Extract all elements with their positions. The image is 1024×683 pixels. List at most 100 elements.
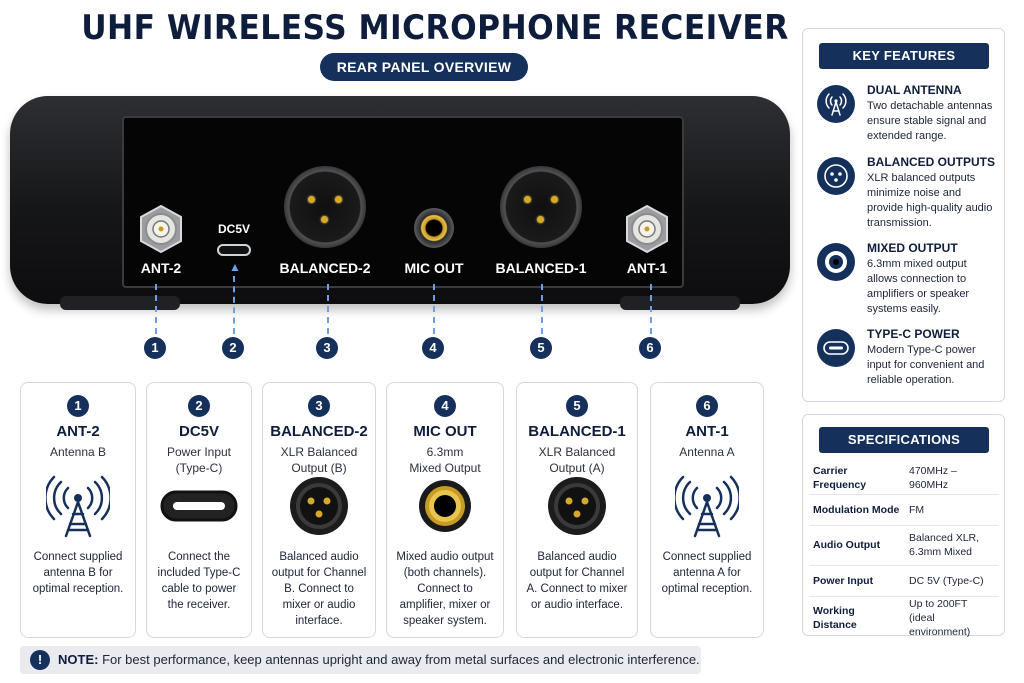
note-label: NOTE: [58,652,99,667]
feature-description: Modern Type-C power input for convenient… [867,344,985,386]
xlr-pin [321,216,328,223]
card-description: Balanced audio output for Channel B. Con… [271,551,367,627]
key-features-panel: KEY FEATURES DUAL ANTENNA Two detachable… [802,28,1005,402]
card-subtitle: Antenna B [49,445,107,459]
card-number: 4 [434,395,456,417]
card-subtitle: Antenna A [679,445,735,459]
card-description: Connect the included Type-C cable to pow… [157,551,241,611]
table-row: Working Distance Up to 200FT (ideal envi… [809,596,999,639]
antenna-icon [817,85,855,123]
ant2-panel-label: ANT-2 [140,260,182,276]
feature-title: BALANCED OUTPUTS [867,155,995,169]
jack-icon [387,471,503,541]
spec-value: DC 5V (Type-C) [905,565,999,597]
note-bar: ! NOTE: For best performance, keep anten… [20,646,701,674]
card-ant2: 1 ANT-2 Antenna B Connect supplied anten… [20,382,136,638]
card-number: 2 [188,395,210,417]
card-number: 1 [67,395,89,417]
balanced1-xlr-connector [500,166,582,248]
leader-line-2 [233,276,235,334]
spec-value: Up to 200FT (ideal environment) [909,597,971,638]
spec-key: Modulation Mode [809,494,905,526]
leader-line-3 [327,284,329,334]
card-subtitle: XLR Balanced Output (A) [538,445,616,475]
card-title: DC5V [178,423,219,440]
xlr-pin [551,196,558,203]
feature-description: 6.3mm mixed output allows connection to … [867,258,970,315]
dc5v-panel-label: DC5V [217,222,250,236]
card-ant1: 6 ANT-1 Antenna A Connect supplied anten… [650,382,764,638]
table-row: Power Input DC 5V (Type-C) [809,565,999,597]
specifications-table: Carrier Frequency 470MHz – 960MHz Modula… [809,463,999,639]
usb-c-icon [147,471,251,541]
antenna-icon [651,471,763,541]
mic-out-panel-label: MIC OUT [404,260,464,276]
mic-out-jack [414,208,454,248]
card-number: 3 [308,395,330,417]
card-title: ANT-2 [56,423,100,440]
note-text: For best performance, keep antennas upri… [98,652,700,667]
feature-balanced-outputs: BALANCED OUTPUTS XLR balanced outputs mi… [817,155,1002,235]
arrow-up-icon: ▲ [229,260,241,274]
marker-3: 3 [316,337,338,359]
usb-c-icon [817,329,855,367]
leader-line-5 [541,284,543,334]
card-balanced1: 5 BALANCED-1 XLR Balanced Output (A) Bal… [516,382,638,638]
card-title: MIC OUT [413,423,477,440]
feature-dual-antenna: DUAL ANTENNA Two detachable antennas ens… [817,83,1002,153]
balanced2-panel-label: BALANCED-2 [279,260,371,276]
xlr-pin [524,196,531,203]
ant2-bnc-connector [140,204,182,254]
device-foot-left [60,296,180,310]
card-title: BALANCED-1 [528,423,626,440]
balanced1-panel-label: BALANCED-1 [495,260,587,276]
spec-key: Power Input [809,565,905,597]
card-description: Mixed audio output (both channels). Conn… [396,551,494,627]
card-subtitle: 6.3mm Mixed Output [409,445,481,475]
page-subtitle: REAR PANEL OVERVIEW [320,53,528,81]
xlr-pin [335,196,342,203]
marker-2: 2 [222,337,244,359]
spec-key: Working Distance [813,604,857,631]
balanced2-xlr-connector [284,166,366,248]
device-foot-right [620,296,740,310]
marker-4: 4 [422,337,444,359]
card-number: 5 [566,395,588,417]
leader-line-1 [155,284,157,334]
card-title: ANT-1 [685,423,729,440]
leader-line-4 [433,284,435,334]
card-dc5v: 2 DC5V Power Input (Type-C) Connect the … [146,382,252,638]
ant1-panel-label: ANT-1 [626,260,668,276]
marker-5: 5 [530,337,552,359]
card-mic-out: 4 MIC OUT 6.3mm Mixed Output Mixed audio… [386,382,504,638]
page-title: UHF WIRELESS MICROPHONE RECEIVER [81,8,789,48]
receiver-rear-panel: ANT-2 DC5V ▲ BALANCED-2 MIC OUT BALANCED… [10,92,790,312]
usb-c-port [217,244,251,256]
feature-description: Two detachable antennas ensure stable si… [867,100,993,142]
spec-key: Carrier Frequency [809,463,905,495]
antenna-icon [21,471,135,541]
xlr-icon [517,471,637,541]
card-number: 6 [696,395,718,417]
marker-6: 6 [639,337,661,359]
info-exclamation-icon: ! [30,650,50,670]
table-row: Modulation Mode FM [809,494,999,526]
leader-line-6 [650,284,652,334]
jack-icon [817,243,855,281]
card-subtitle: XLR Balanced Output (B) [280,445,358,475]
table-row: Audio Output Balanced XLR, 6.3mm Mixed [809,525,999,566]
connector-panel [122,116,684,288]
spec-key: Audio Output [809,525,905,566]
specifications-panel: SPECIFICATIONS Carrier Frequency 470MHz … [802,414,1005,639]
marker-1: 1 [144,337,166,359]
spec-value: 470MHz – 960MHz [905,463,999,495]
spec-value: FM [905,494,999,526]
card-description: Connect supplied antenna A for optimal r… [661,551,753,595]
xlr-icon [263,471,375,541]
feature-title: TYPE-C POWER [867,327,960,341]
feature-title: DUAL ANTENNA [867,83,962,97]
feature-type-c-power: TYPE-C POWER Modern Type-C power input f… [817,327,1002,393]
card-balanced2: 3 BALANCED-2 XLR Balanced Output (B) Bal… [262,382,376,638]
card-description: Connect supplied antenna B for optimal r… [32,551,124,595]
card-subtitle: Power Input (Type-C) [166,445,232,475]
